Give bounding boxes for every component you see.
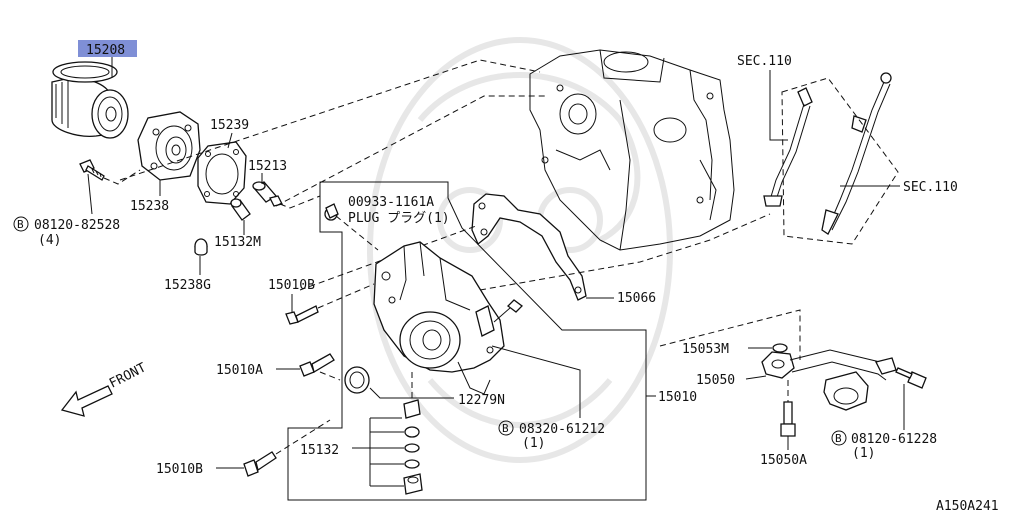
- strainer-gasket[interactable]: [772, 343, 788, 353]
- dipstick-tube[interactable]: [763, 87, 813, 207]
- label-12279n: 12279N: [458, 393, 505, 408]
- label-15238g: 15238G: [164, 278, 211, 293]
- qty-08320-61212: (1): [522, 436, 545, 451]
- pump-cover-bolt[interactable]: [493, 299, 523, 323]
- pump-bolt-15010b-top[interactable]: [285, 305, 319, 325]
- relief-valve-stack[interactable]: [403, 399, 423, 495]
- diagram-id: A150A241: [936, 499, 999, 511]
- label-15010b-bottom: 15010B: [156, 462, 203, 477]
- dipstick[interactable]: [821, 72, 892, 235]
- label-15132: 15132: [300, 443, 339, 458]
- label-15213: 15213: [248, 159, 287, 174]
- oil-strainer[interactable]: [761, 349, 897, 411]
- engine-block: [529, 49, 735, 251]
- label-15238: 15238: [130, 199, 169, 214]
- oil-pump-housing[interactable]: [373, 241, 505, 395]
- watermark-emblem: [367, 37, 673, 463]
- pump-bolt-15010b-bottom[interactable]: [243, 451, 277, 477]
- label-sec110-right: SEC.110: [903, 180, 958, 195]
- strainer-bolt-15050a[interactable]: [780, 401, 796, 437]
- qty-08120-61228: (1): [852, 446, 875, 461]
- small-plug-15238g[interactable]: [194, 238, 208, 256]
- bolt-marker-b3: B: [835, 432, 842, 445]
- pump-bolt-15010a[interactable]: [299, 353, 335, 377]
- label-08120-82528: 08120-82528: [34, 218, 120, 233]
- qty-08120-82528: (4): [38, 233, 61, 248]
- label-15050: 15050: [696, 373, 735, 388]
- label-15239: 15239: [210, 118, 249, 133]
- filter-label-highlight: [78, 40, 137, 57]
- label-15132m: 15132M: [214, 235, 261, 250]
- oil-pressure-switch[interactable]: [252, 181, 283, 207]
- front-label: FRONT: [107, 360, 149, 391]
- bolt-marker-b2: B: [502, 422, 509, 435]
- label-15208: 15208: [86, 43, 125, 58]
- bolt-marker-icon: [831, 430, 847, 446]
- oil-pump-gasket[interactable]: [471, 193, 587, 301]
- pump-plug-00933[interactable]: [324, 203, 339, 221]
- bolt-marker-b1: B: [17, 218, 24, 231]
- bracket-bolt[interactable]: [79, 159, 105, 181]
- label-plug: PLUG プラグ(1): [348, 211, 450, 226]
- label-08320-61212: 08320-61212: [519, 422, 605, 437]
- label-15050a: 15050A: [760, 453, 807, 468]
- label-15010a: 15010A: [216, 363, 263, 378]
- pump-group-bracket: [287, 181, 647, 501]
- bolt-marker-icon: [13, 216, 29, 232]
- label-sec110-top: SEC.110: [737, 54, 792, 69]
- label-15053m: 15053M: [682, 342, 729, 357]
- relief-plug[interactable]: [230, 198, 251, 221]
- filter-bracket[interactable]: [137, 111, 201, 181]
- label-00933-1161a: 00933-1161A: [348, 195, 434, 210]
- label-08120-61228: 08120-61228: [851, 432, 937, 447]
- bolt-marker-icon: [498, 420, 514, 436]
- front-arrow-icon: [60, 385, 113, 417]
- strainer-bolt-61228[interactable]: [895, 367, 927, 389]
- bracket-gasket[interactable]: [197, 141, 247, 205]
- label-15010: 15010: [658, 390, 697, 405]
- label-15010b-top: 15010B: [268, 278, 315, 293]
- crank-oil-seal[interactable]: [344, 366, 370, 394]
- label-15066: 15066: [617, 291, 656, 306]
- oil-filter[interactable]: [51, 61, 129, 139]
